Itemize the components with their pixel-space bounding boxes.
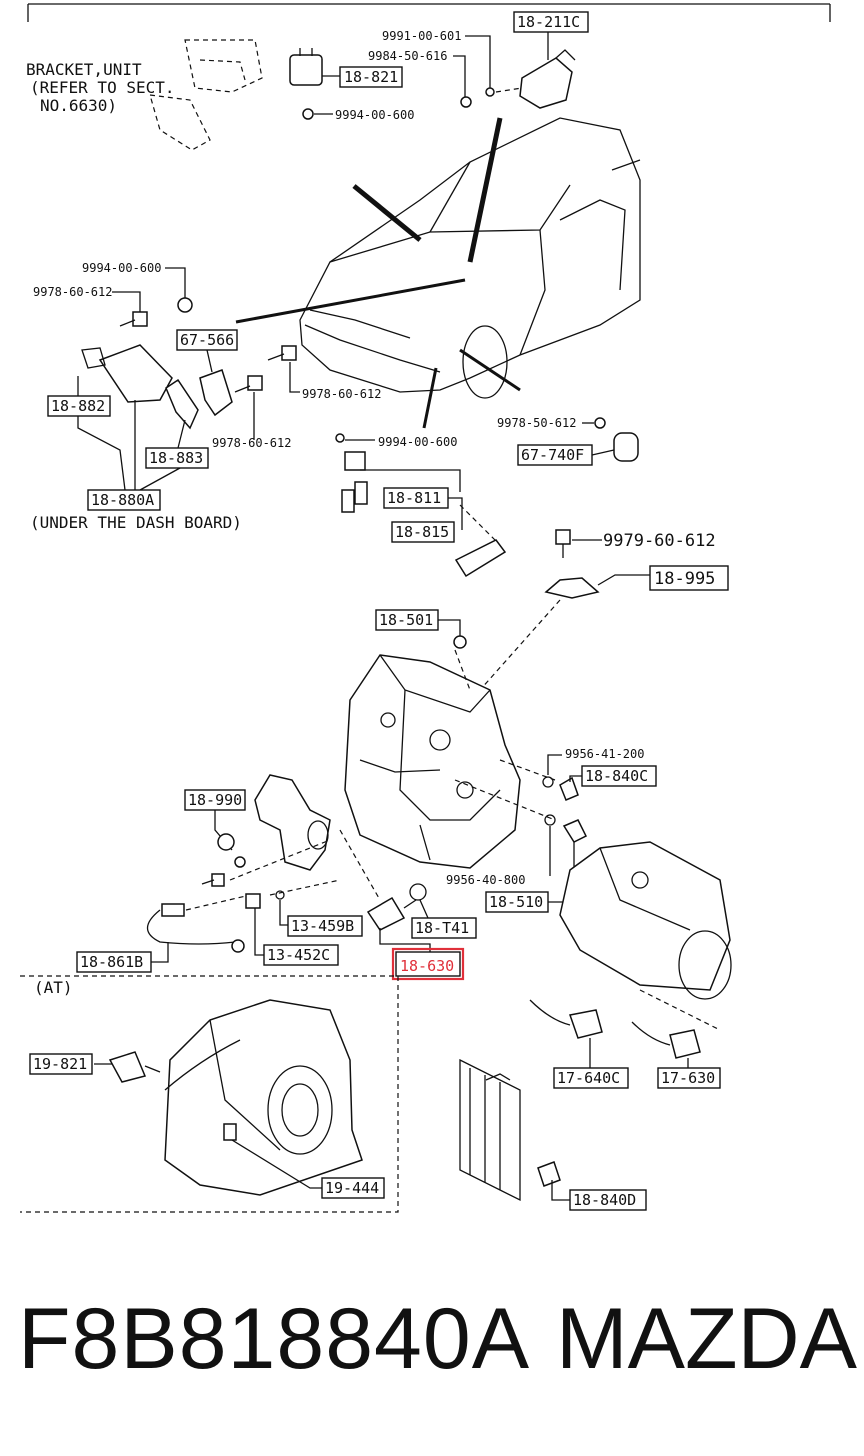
ref-18-840c: 18-840C	[585, 767, 648, 785]
under-dash-note: (UNDER THE DASH BOARD)	[30, 513, 242, 532]
ref-box-18-995	[649, 565, 729, 591]
bracket-18-815	[454, 539, 507, 578]
bracket-18-883	[165, 378, 199, 430]
code-9984-50-616: 9984-50-616	[368, 49, 447, 63]
ref-box-17-640c	[553, 1067, 629, 1089]
ref-18-t41: 18-T41	[415, 919, 469, 937]
ref-18-840d: 18-840D	[573, 1191, 636, 1209]
ref-box-18-840d	[569, 1189, 647, 1211]
ref-18-821: 18-821	[344, 68, 398, 86]
sensor-19-821	[108, 1051, 161, 1083]
ref-18-630: 18-630	[400, 957, 454, 975]
module-18-882	[81, 344, 173, 403]
sensor-18-840c	[559, 776, 579, 801]
ref-18-811: 18-811	[387, 489, 441, 507]
ref-18-861b: 18-861B	[80, 953, 143, 971]
highlight-18-630	[391, 947, 465, 981]
ref-17-640c: 17-640C	[557, 1069, 620, 1087]
ref-19-444: 19-444	[325, 1179, 379, 1197]
sensor-18-840d	[537, 1161, 561, 1187]
control-unit-18-211c	[519, 32, 576, 109]
ref-box-19-444	[321, 1177, 385, 1199]
code-9978-60-612-left: 9978-60-612	[33, 285, 112, 299]
transmission-automatic	[164, 999, 363, 1196]
sensor-18-995	[544, 577, 600, 599]
ref-box-18-821	[339, 66, 403, 88]
bracket-note-line2: (REFER TO SECT.	[30, 78, 175, 97]
bracket-unit-sketch	[149, 39, 263, 151]
ref-box-13-452c	[263, 944, 339, 966]
switch-17-640c	[529, 999, 603, 1039]
ref-13-452c: 13-452C	[267, 946, 330, 964]
ref-18-883: 18-883	[149, 449, 203, 467]
code-9978-60-612-mid: 9978-60-612	[302, 387, 381, 401]
oxygen-sensor-18-861b	[146, 903, 245, 953]
switch-18-811	[341, 451, 368, 513]
ref-box-18-840c	[581, 765, 657, 787]
code-9994-00-600-mid: 9994-00-600	[378, 435, 457, 449]
ref-box-18-510	[485, 891, 549, 913]
ref-67-740f: 67-740F	[521, 446, 584, 464]
code-9991-00-601: 9991-00-601	[382, 29, 461, 43]
ref-box-18-882	[47, 395, 111, 417]
ref-box-18-883	[145, 447, 209, 469]
brand-name: MAZDA	[556, 1291, 857, 1387]
footer: F8B818840A MAZDA	[0, 1290, 864, 1410]
ref-13-459b: 13-459B	[291, 917, 354, 935]
ref-18-211c: 18-211C	[517, 13, 580, 31]
transmission-manual	[559, 841, 732, 1000]
code-9956-41-200: 9956-41-200	[565, 747, 644, 761]
ref-box-13-459b	[287, 915, 363, 937]
ref-67-566: 67-566	[180, 331, 234, 349]
bracket-note-line1: BRACKET,UNIT	[26, 60, 142, 79]
code-9956-40-800: 9956-40-800	[446, 873, 525, 887]
ref-19-821: 19-821	[33, 1055, 87, 1073]
ref-18-990: 18-990	[188, 791, 242, 809]
bracket-note: BRACKET,UNIT (REFER TO SECT. NO.6630)	[26, 60, 175, 115]
ref-box-18-t41	[411, 917, 477, 939]
ref-18-510: 18-510	[489, 893, 543, 911]
code-9994-00-600-left: 9994-00-600	[82, 261, 161, 275]
car-outline	[299, 117, 641, 399]
exhaust-manifold	[254, 774, 331, 871]
switch-19-444	[223, 1123, 237, 1141]
ref-18-882: 18-882	[51, 397, 105, 415]
bolt-mid-lower	[234, 375, 263, 393]
bracket-note-line3: NO.6630)	[40, 96, 117, 115]
ref-18-501: 18-501	[379, 611, 433, 629]
sensor-67-740f	[613, 432, 639, 462]
engine-block	[344, 654, 521, 869]
bolt-exhaust	[201, 873, 225, 887]
switch-18-510	[562, 819, 588, 843]
ref-box-18-815	[391, 521, 455, 543]
bolt-9979-60-612	[555, 529, 571, 558]
sensor-18-630	[366, 896, 417, 931]
bolt-mid-upper	[267, 345, 297, 361]
ref-18-880a: 18-880A	[91, 491, 154, 509]
ref-17-630: 17-630	[661, 1069, 715, 1087]
code-9978-50-612: 9978-50-612	[497, 416, 576, 430]
ref-box-18-861b	[76, 951, 152, 973]
radiator	[459, 1058, 521, 1202]
relay-18-821	[289, 48, 340, 120]
at-note: (AT)	[34, 978, 73, 997]
ref-18-995: 18-995	[654, 569, 715, 589]
ref-box-18-630	[395, 951, 461, 977]
code-9979-60-612: 9979-60-612	[603, 531, 716, 551]
code-9978-60-612-low: 9978-60-612	[212, 436, 291, 450]
bracket-67-566	[199, 369, 233, 417]
code-9994-00-600-top: 9994-00-600	[335, 108, 414, 122]
switch-17-630	[631, 1021, 701, 1059]
ref-box-19-821	[29, 1053, 93, 1075]
bolt-left	[119, 311, 148, 327]
ref-box-18-211c	[513, 11, 589, 33]
ref-box-17-630	[657, 1067, 721, 1089]
ref-18-815: 18-815	[395, 523, 449, 541]
part-number: F8B818840A	[18, 1291, 531, 1387]
ref-box-18-880a	[87, 489, 161, 511]
